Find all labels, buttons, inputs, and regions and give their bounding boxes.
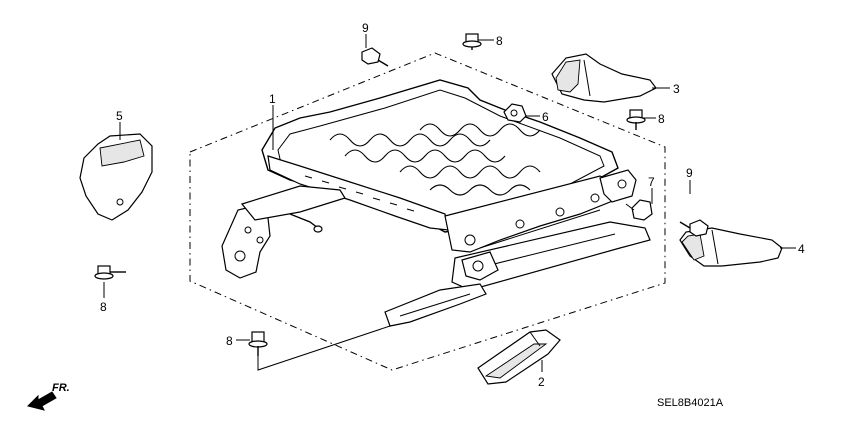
- flange-bolt-left: [94, 265, 126, 280]
- hex-bolt-top: [361, 47, 389, 67]
- front-direction-arrow: FR.: [27, 382, 70, 411]
- callout-8-left: 8: [100, 300, 107, 314]
- leader-lines: [103, 34, 796, 372]
- track-cover-front: [477, 329, 561, 385]
- flange-bolt-bottom: [248, 331, 268, 356]
- callout-5: 5: [116, 109, 123, 123]
- callout-7: 7: [648, 175, 655, 189]
- track-cover-outer-rear: [551, 53, 657, 103]
- callout-1: 1: [269, 92, 276, 106]
- drawing-code: SEL8B4021A: [657, 397, 724, 409]
- seat-frame-assembly: [221, 79, 651, 327]
- callout-3: 3: [673, 82, 680, 96]
- callout-6: 6: [542, 110, 549, 124]
- callout-8-top: 8: [496, 34, 503, 48]
- callout-8-right: 8: [658, 112, 665, 126]
- side-cover: [79, 133, 153, 221]
- flange-bolt-top: [462, 33, 482, 50]
- callout-4: 4: [798, 242, 805, 256]
- flange-bolt-right: [626, 109, 646, 130]
- callout-8-bottom: 8: [226, 334, 233, 348]
- callout-9-right: 9: [686, 166, 693, 180]
- callout-labels: 1 2 3 4 5 6 7 8 8 8 8 9 9: [100, 21, 805, 389]
- callout-9-top: 9: [362, 21, 369, 35]
- assembly-outline: [189, 52, 666, 371]
- front-label: FR.: [52, 382, 70, 394]
- hex-bolt-right: [679, 219, 709, 237]
- clip: [503, 103, 527, 123]
- spring-clip: [625, 199, 653, 221]
- callout-2: 2: [538, 375, 545, 389]
